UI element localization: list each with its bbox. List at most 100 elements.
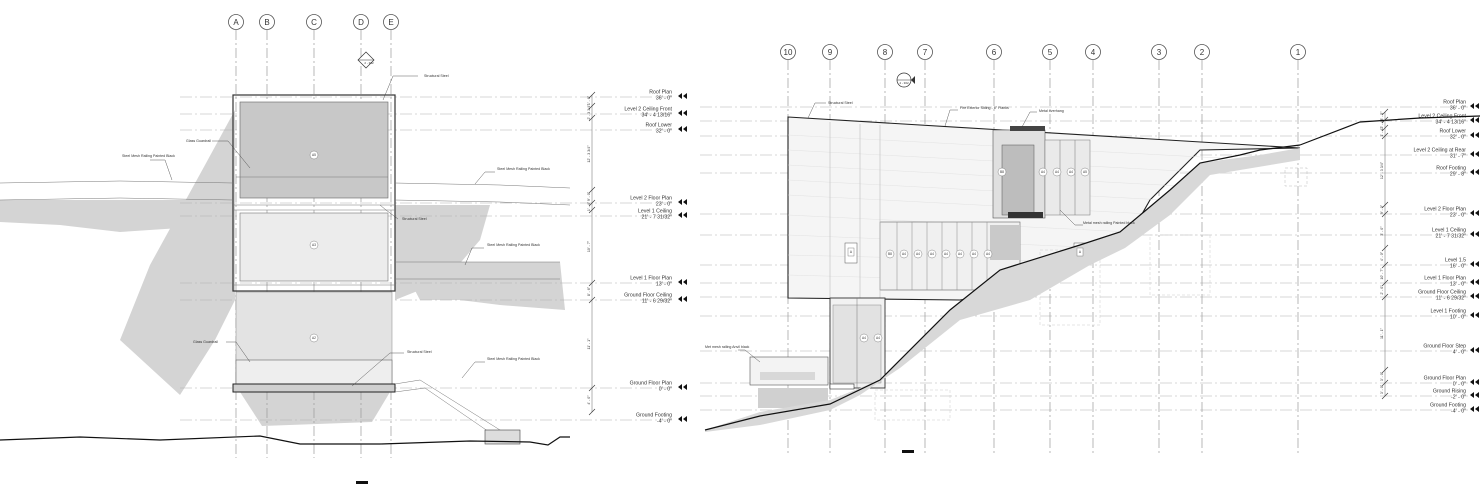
right-level-elevation: -4' - 0" <box>1451 409 1466 415</box>
right-grid-bubble-8 <box>877 44 893 60</box>
left-dim-text: 12' - 3 3/4" <box>587 145 591 163</box>
right-level-elevation: 16' - 0" <box>1450 264 1466 270</box>
right-level-name: Roof Lower <box>1439 129 1466 135</box>
note-structural-steel-top: Structural Steel <box>424 74 449 78</box>
right-grid-bubble-9 <box>822 44 838 60</box>
right-section-marker: 4 - 302 <box>896 72 915 88</box>
right-terrain <box>704 115 1481 432</box>
right-level-elevation: 29' - 8" <box>1450 172 1466 178</box>
right-grid-label: 3 <box>1157 48 1162 57</box>
left-level-marker <box>678 384 687 390</box>
left-level-name: Roof Lower <box>645 123 672 129</box>
right-tag-label: A4 <box>862 336 866 340</box>
left-level-elevation: 34' - 4 13/16" <box>641 113 672 119</box>
left-grid-bubble-D <box>353 14 369 30</box>
left-dim-tick <box>588 296 596 304</box>
left-dim-tick <box>588 91 596 99</box>
right-dim-text: 3' - 0" <box>1380 371 1384 381</box>
right-level-elevation: 34' - 4 13/16" <box>1435 120 1466 126</box>
right-tag <box>983 249 993 259</box>
left-grid-label: B <box>264 18 269 27</box>
right-grid-bubble-10 <box>780 44 796 60</box>
note-structural-steel-bottom: Structural Steel <box>407 350 432 354</box>
note-railing-right: Steel Mesh Railing Painted Black <box>497 167 550 171</box>
left-grid-bubble-A <box>228 14 244 30</box>
right-dim-text: 3' - 0" <box>1380 226 1384 236</box>
right-grid-label: 6 <box>992 48 997 57</box>
right-dim-tick <box>1381 201 1389 209</box>
left-level-elevation: 21' - 7 31/32" <box>641 215 672 221</box>
right-dim-tick <box>1381 116 1389 124</box>
left-level-name: Ground Floor Plan <box>630 381 673 387</box>
note-railing-bottom: Steel Mesh Railing Painted Black <box>487 357 540 361</box>
right-tag-label: A4 <box>930 252 934 256</box>
right-tag-label: A <box>850 250 853 254</box>
right-dim-text: 4' - 0" <box>1380 251 1384 261</box>
right-level-name: Ground Floor Plan <box>1424 376 1467 382</box>
right-dim-text: 1' - 4" <box>1380 127 1384 137</box>
right-level-marker <box>1470 293 1479 299</box>
right-scale-bar <box>902 450 914 453</box>
right-level-name: Level 1 Footing <box>1431 309 1467 315</box>
right-tag-label: B8 <box>888 252 892 256</box>
right-grid-label: 1 <box>1296 48 1301 57</box>
right-grid-bubble-2 <box>1194 44 1210 60</box>
left-dim-tick <box>588 384 596 392</box>
left-grid-label: C <box>311 18 317 27</box>
right-level-name: Roof Plan <box>1443 100 1466 106</box>
right-dim-tick <box>1381 261 1389 269</box>
left-dim-tick <box>588 199 596 207</box>
right-tag-label: A4 <box>902 252 906 256</box>
left-tag <box>309 333 319 343</box>
left-dim-text: 10' - 7" <box>587 240 591 252</box>
right-tag <box>1038 167 1048 177</box>
right-tag <box>941 249 951 259</box>
right-level-marker <box>1470 279 1479 285</box>
left-level-elevation: -4' - 0" <box>657 419 672 425</box>
left-section-marker: 2 - 302 <box>357 51 375 69</box>
left-ground-line <box>0 435 570 446</box>
right-level-marker <box>1470 312 1479 318</box>
right-grid-label: 5 <box>1048 48 1053 57</box>
right-tag-label: A5 <box>1083 170 1087 174</box>
left-level-marker <box>678 93 687 99</box>
right-level-marker <box>1470 392 1479 398</box>
right-tag-label: A4 <box>1041 170 1045 174</box>
left-level-elevation: 36' - 0" <box>656 96 672 102</box>
note-right-structural-steel: Structural Steel <box>828 101 853 105</box>
right-grid-bubble-6 <box>986 44 1002 60</box>
left-dim-tick <box>588 206 596 214</box>
note-railing-mid: Steel Mesh Railing Painted Black <box>487 243 540 247</box>
left-grid-bubble-E <box>383 14 399 30</box>
right-grid-label: 4 <box>1091 48 1096 57</box>
left-grid-label: D <box>358 18 364 27</box>
left-dim-tick <box>588 114 596 122</box>
right-level-elevation: 36' - 0" <box>1450 106 1466 112</box>
right-grid-bubble-3 <box>1151 44 1167 60</box>
right-tag <box>899 249 909 259</box>
right-level-marker <box>1470 379 1479 385</box>
right-level-marker <box>1470 210 1479 216</box>
note-right-metal-overhang: Metal overhang <box>1039 109 1064 113</box>
right-level-elevation: 32' - 0" <box>1450 135 1466 141</box>
left-shadows <box>0 110 565 426</box>
right-level-elevation: 4' - 0" <box>1453 350 1466 356</box>
right-tag <box>859 333 869 343</box>
right-tag-label: A4 <box>1055 170 1059 174</box>
left-level-name: Level 2 Floor Plan <box>630 196 672 202</box>
left-dim-text: 1' - 6" <box>587 95 591 105</box>
right-dimension-strings: 3' - 5"2' - 4"1' - 4"12' - 3 3/4"9' - 0"… <box>1380 108 1389 400</box>
right-level-marker <box>1470 117 1479 123</box>
left-tag <box>309 240 319 250</box>
left-dim-tick <box>588 102 596 110</box>
left-level-marker <box>678 126 687 132</box>
right-level-name: Roof Footing <box>1436 166 1466 172</box>
right-dim-text: 9' - 0" <box>1380 204 1384 214</box>
right-dim-text: 2' - 0" <box>1380 285 1384 295</box>
right-level-marker <box>1470 347 1479 353</box>
right-level-elevation: 23' - 0" <box>1450 213 1466 219</box>
right-tag <box>1066 167 1076 177</box>
note-structural-steel-mid: Structural Steel <box>402 217 427 221</box>
